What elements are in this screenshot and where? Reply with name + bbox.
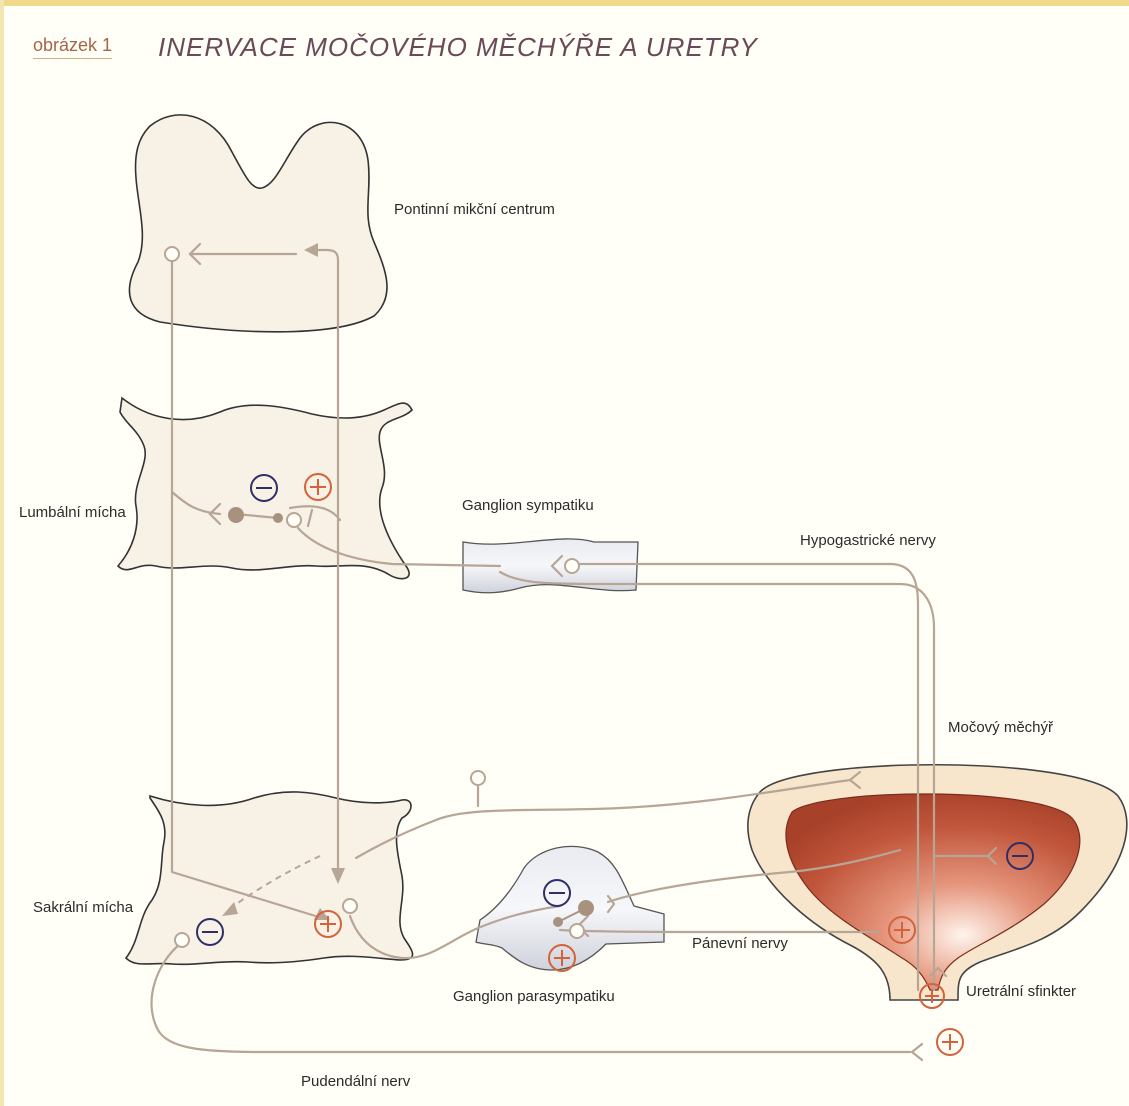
- label-ganglion-parasympathetic: Ganglion parasympatiku: [453, 988, 615, 1006]
- label-ganglion-sympathetic: Ganglion sympatiku: [462, 497, 594, 515]
- bladder-lumen: [786, 794, 1080, 990]
- label-bladder: Močový měchýř: [948, 719, 1053, 737]
- interneuron-lumbar-small: [273, 513, 283, 523]
- label-pons: Pontinní mikční centrum: [394, 201, 555, 219]
- label-lumbar: Lumbální mícha: [19, 504, 126, 522]
- plus-sign-pudendal: [937, 1029, 963, 1055]
- neuron-parasympathetic: [570, 924, 584, 938]
- label-pelvic: Pánevní nervy: [692, 935, 788, 953]
- label-pudendal: Pudendální nerv: [301, 1073, 410, 1091]
- neuron-sacral: [343, 899, 357, 913]
- interneuron-lumbar-large: [228, 507, 244, 523]
- parasympathetic-ganglion-shape: [476, 846, 664, 970]
- label-hypogastric: Hypogastrické nervy: [800, 532, 936, 550]
- label-sacral: Sakrální mícha: [33, 899, 133, 917]
- neuron-pons: [165, 247, 179, 261]
- neuron-lumbar-hollow: [287, 513, 301, 527]
- neuron-sympathetic: [565, 559, 579, 573]
- neuron-sacral-pudendal: [175, 933, 189, 947]
- neuron-afferent: [471, 771, 485, 785]
- synapse-pudendal: [912, 1044, 922, 1060]
- pons-shape: [129, 115, 387, 332]
- label-urethral-sphincter: Uretrální sfinkter: [966, 983, 1076, 1001]
- sacral-cord-shape: [126, 792, 413, 965]
